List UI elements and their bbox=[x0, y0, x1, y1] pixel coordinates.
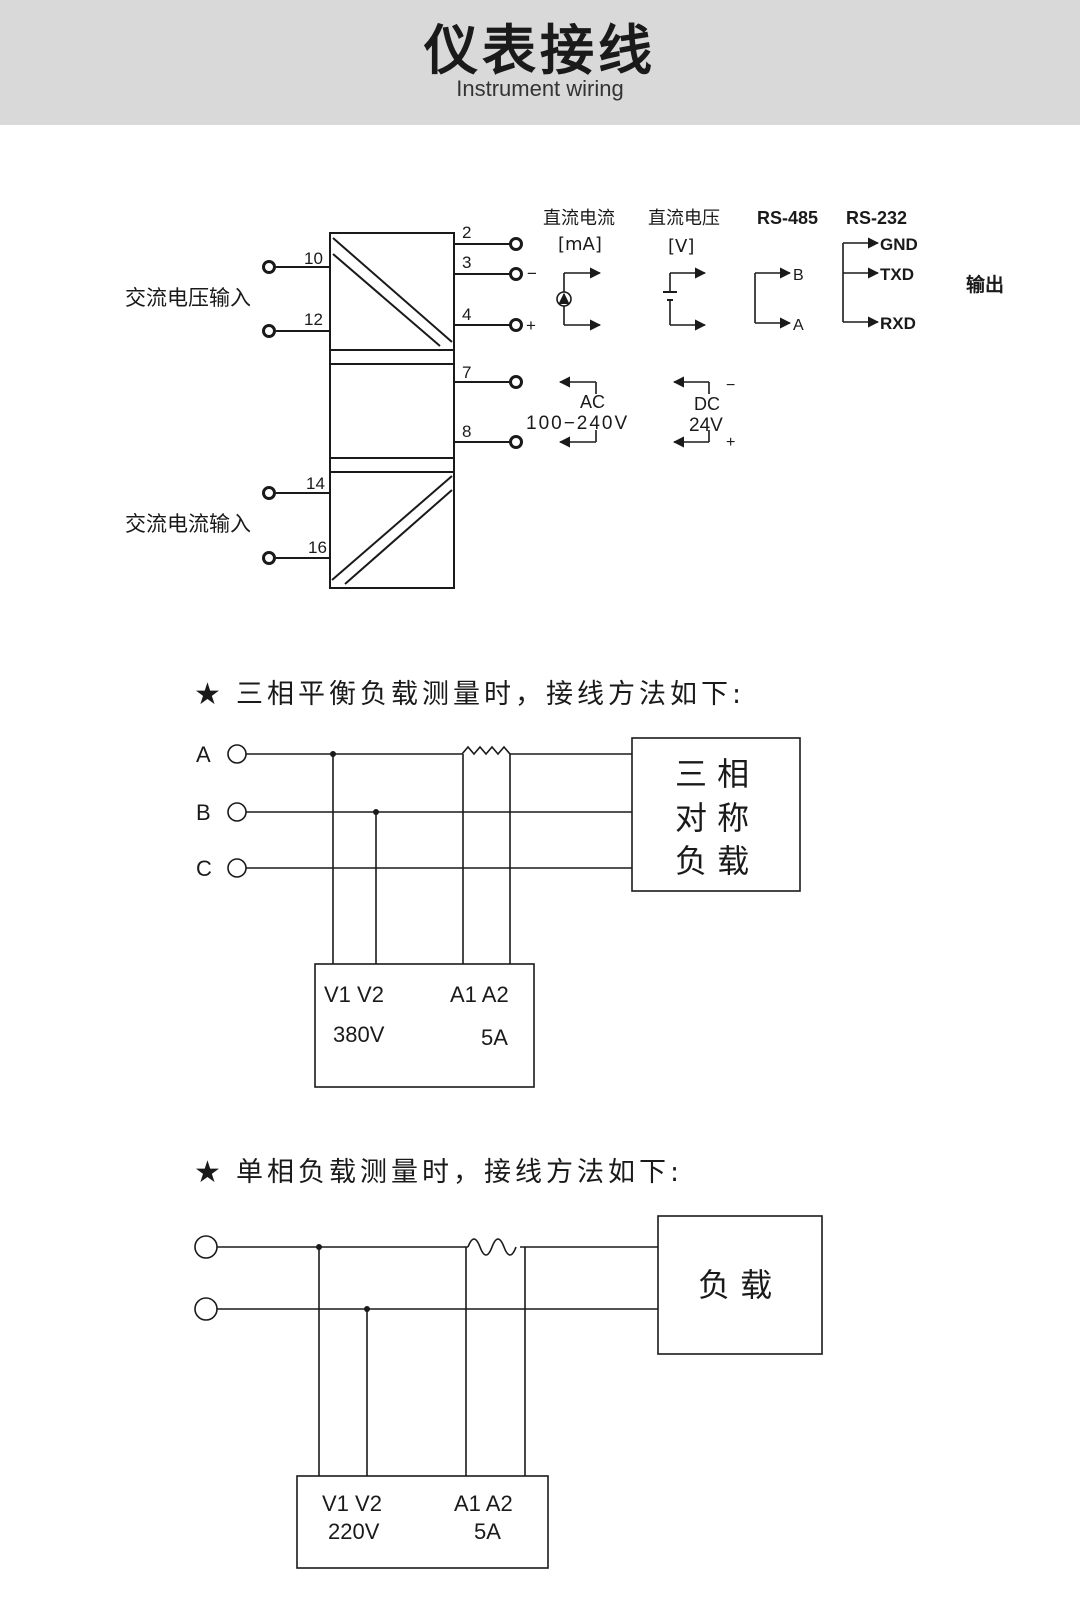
single-phase-load-box bbox=[657, 1215, 823, 1355]
dc-current-label: 直流电流 bbox=[543, 208, 615, 229]
output-label: 输出 bbox=[966, 273, 1004, 296]
single-phase-current-terminals: A1 A2 bbox=[454, 1491, 513, 1516]
dc-label: DC bbox=[694, 394, 720, 414]
terminal-14-label: 14 bbox=[306, 474, 325, 493]
page-title: 仪表接线 bbox=[424, 19, 656, 82]
module-housing bbox=[329, 232, 455, 589]
single-phase-load-label: 负 载 bbox=[698, 1266, 772, 1304]
terminal-8-label: 8 bbox=[462, 422, 471, 441]
rs232-label: RS-232 bbox=[846, 208, 907, 228]
single-phase-voltage-rating: 220V bbox=[328, 1519, 380, 1544]
three-phase-voltage-terminals: V1 V2 bbox=[324, 982, 384, 1007]
terminal-16-label: 16 bbox=[308, 538, 327, 557]
page-subtitle: Instrument wiring bbox=[456, 76, 624, 101]
three-phase-load-line3: 负 载 bbox=[675, 842, 749, 880]
dc-minus-sign: − bbox=[726, 377, 735, 394]
rs232-rxd-label: RXD bbox=[880, 314, 916, 333]
output-symbols bbox=[556, 237, 880, 448]
single-phase-heading: 单相负载测量时，接线方法如下: bbox=[236, 1157, 683, 1188]
three-phase-load-line2: 对 称 bbox=[675, 799, 749, 837]
three-phase-heading: 三相平衡负载测量时，接线方法如下: bbox=[236, 679, 745, 710]
terminal-4-sign: + bbox=[526, 316, 536, 335]
single-phase-meter-box bbox=[296, 1475, 549, 1569]
star-bullet-icon: ★ bbox=[194, 677, 221, 712]
single-phase-voltage-terminals: V1 V2 bbox=[322, 1491, 382, 1516]
dc-plus-sign: + bbox=[726, 434, 735, 451]
dc-voltage-label: 直流电压 bbox=[648, 208, 720, 229]
dc-voltage-unit: [V] bbox=[668, 236, 694, 257]
phase-b-label: B bbox=[196, 800, 211, 825]
dc-value-label: 24V bbox=[689, 415, 723, 436]
three-phase-load-box bbox=[631, 737, 801, 892]
rs232-gnd-label: GND bbox=[880, 235, 918, 254]
terminal-7-label: 7 bbox=[462, 363, 471, 382]
three-phase-voltage-rating: 380V bbox=[333, 1022, 385, 1047]
rs485-a-label: A bbox=[793, 317, 804, 334]
three-phase-load-line1: 三 相 bbox=[675, 755, 749, 793]
rs485-label: RS-485 bbox=[757, 208, 818, 228]
terminal-3-label: 3 bbox=[462, 253, 471, 272]
single-phase-wiring bbox=[194, 1215, 823, 1569]
module-diagram bbox=[276, 232, 510, 589]
terminal-12-label: 12 bbox=[304, 310, 323, 329]
three-phase-wiring bbox=[227, 737, 801, 1088]
ac-range-label: 100−240V bbox=[526, 413, 629, 434]
rs485-b-label: B bbox=[793, 267, 804, 284]
header-banner: 仪表接线 Instrument wiring bbox=[0, 0, 1080, 125]
ac-voltage-input-label: 交流电压输入 bbox=[125, 286, 251, 310]
ac-current-input-label: 交流电流输入 bbox=[125, 512, 251, 536]
three-phase-meter-box bbox=[314, 963, 535, 1088]
three-phase-current-rating: 5A bbox=[481, 1025, 508, 1050]
dc-current-unit: [mA] bbox=[558, 234, 602, 255]
star-bullet-icon: ★ bbox=[194, 1155, 221, 1190]
three-phase-current-terminals: A1 A2 bbox=[450, 982, 509, 1007]
phase-c-label: C bbox=[196, 856, 212, 881]
terminal-3-sign: − bbox=[527, 264, 537, 283]
terminal-10-label: 10 bbox=[304, 249, 323, 268]
terminal-2-label: 2 bbox=[462, 223, 471, 242]
terminal-4-label: 4 bbox=[462, 305, 471, 324]
phase-a-label: A bbox=[196, 742, 211, 767]
module-terminal-circles bbox=[262, 237, 523, 565]
ac-label: AC bbox=[580, 392, 605, 412]
single-phase-current-rating: 5A bbox=[474, 1519, 501, 1544]
rs232-txd-label: TXD bbox=[880, 265, 914, 284]
